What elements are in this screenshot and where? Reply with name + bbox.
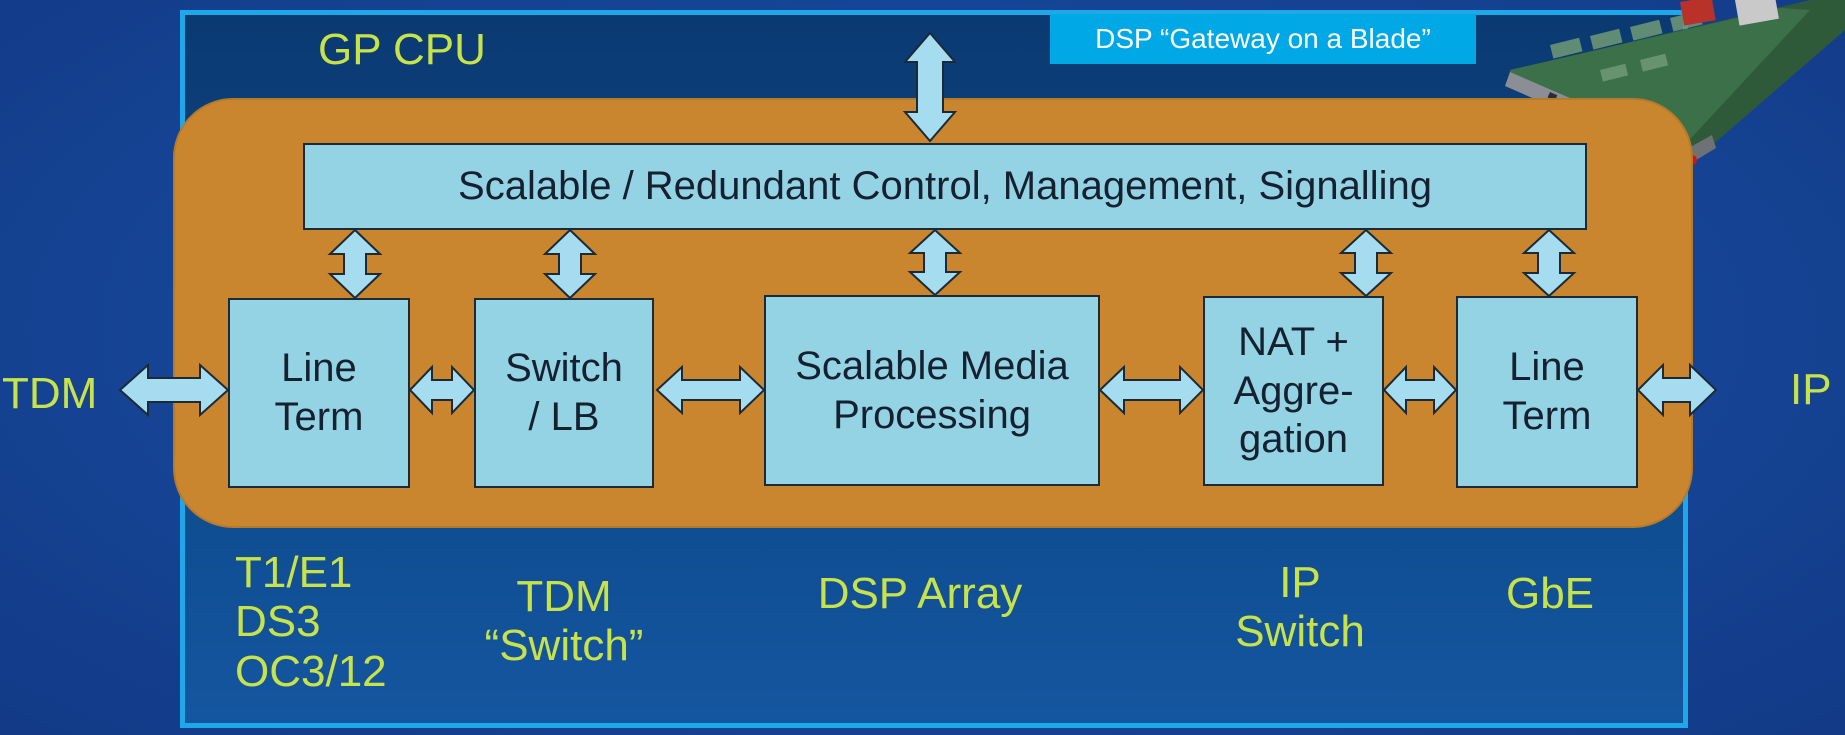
tdm-io-arrow [118, 362, 230, 418]
gp-cpu-label: GP CPU [318, 25, 486, 74]
horizontal-arrow-4 [1382, 364, 1458, 416]
ip-io-label: IP [1790, 365, 1832, 414]
control-bar: Scalable / Redundant Control, Management… [303, 143, 1587, 230]
caption-nat-aggregation: IP Switch [1235, 558, 1365, 657]
vertical-arrow-3 [907, 228, 963, 297]
horizontal-arrow-2 [655, 364, 766, 416]
line-term-right-block: Line Term [1456, 296, 1638, 488]
line-term-left-block: Line Term [228, 298, 410, 488]
gateway-banner: DSP “Gateway on a Blade” [1050, 14, 1476, 64]
nat-aggregation-block: NAT + Aggre- gation [1203, 296, 1384, 486]
horizontal-arrow-1 [408, 364, 476, 416]
uplink-arrow [902, 31, 958, 143]
caption-media-processing: DSP Array [817, 569, 1023, 618]
ip-io-arrow [1636, 362, 1718, 418]
switch-lb-block: Switch / LB [474, 298, 654, 488]
media-processing-block: Scalable Media Processing [764, 295, 1100, 486]
vertical-arrow-2 [542, 228, 598, 300]
vertical-arrow-1 [327, 228, 383, 300]
caption-line-term-left: T1/E1 DS3 OC3/12 [235, 548, 387, 696]
caption-switch-lb: TDM “Switch” [484, 572, 644, 671]
vertical-arrow-4 [1338, 228, 1394, 298]
tdm-io-label: TDM [2, 369, 98, 418]
horizontal-arrow-3 [1098, 364, 1205, 416]
vertical-arrow-5 [1521, 228, 1577, 298]
caption-line-term-right: GbE [1505, 569, 1595, 618]
